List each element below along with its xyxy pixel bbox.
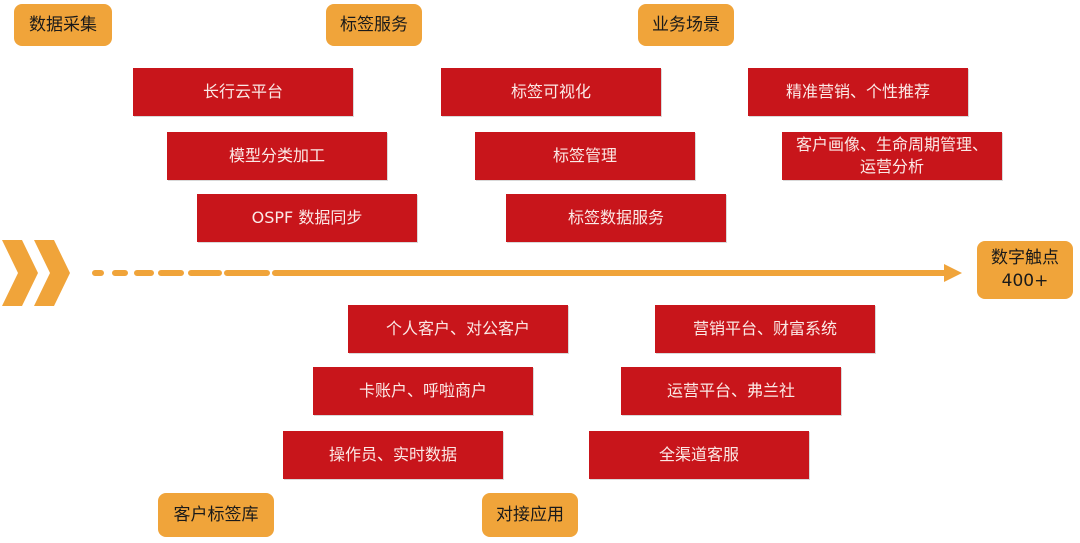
digital-touchpoints-badge: 数字触点 400+ [977,241,1073,299]
digital-touchpoints-count: 400+ [1001,271,1049,291]
tag-service-item-management: 标签管理 [475,132,695,180]
tag-service-item-data-service: 标签数据服务 [506,194,726,242]
customer-tag-library-item-personal-corporate: 个人客户、对公客户 [348,305,568,353]
external-application-item-marketing-platform: 营销平台、财富系统 [655,305,875,353]
header-business-scenario: 业务场景 [638,4,734,46]
double-chevron-right-icon [2,240,70,306]
header-data-collection: 数据采集 [14,4,112,46]
business-scenario-item-precision-marketing: 精准营销、个性推荐 [748,68,968,116]
external-application-item-operations-platform: 运营平台、弗兰社 [621,367,841,415]
external-application-item-omnichannel-service: 全渠道客服 [589,431,809,479]
data-collection-item-model-processing: 模型分类加工 [167,132,387,180]
data-collection-item-cloud-platform: 长行云平台 [133,68,353,116]
dashed-arrow-icon [92,264,962,282]
customer-tag-library-item-card-accounts: 卡账户、呼啦商户 [313,367,533,415]
digital-touchpoints-title: 数字触点 [991,248,1059,269]
business-scenario-item-customer-portrait: 客户画像、生命周期管理、运营分析 [782,132,1002,180]
header-external-application: 对接应用 [482,493,578,537]
customer-tag-library-item-operators: 操作员、实时数据 [283,431,503,479]
header-tag-service: 标签服务 [326,4,422,46]
tag-service-item-visualization: 标签可视化 [441,68,661,116]
header-customer-tag-library: 客户标签库 [158,493,274,537]
data-collection-item-ospf-sync: OSPF 数据同步 [197,194,417,242]
